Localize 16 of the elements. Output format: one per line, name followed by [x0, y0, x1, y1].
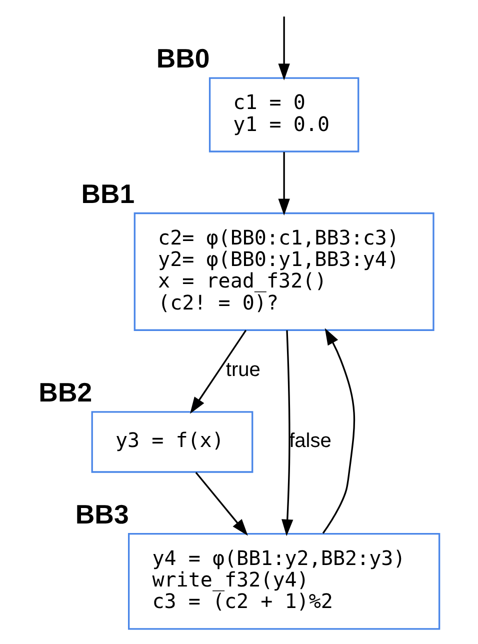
edge-label: false — [289, 430, 332, 452]
node-box: y3 = f(x) — [91, 411, 254, 473]
arrow — [195, 472, 248, 536]
node-label: BB1 — [81, 178, 135, 209]
node-label: BB3 — [75, 499, 129, 530]
arrow — [322, 328, 356, 534]
node-box: y4 = φ(BB1:y2,BB2:y3) write_f32(y4) c3 = (c2 + 1)%2 — [128, 532, 440, 630]
arrow — [190, 330, 247, 414]
node-label: BB2 — [38, 378, 92, 408]
node-box: c1 = 0 y1 = 0.0 — [208, 77, 360, 152]
arrow — [278, 152, 290, 216]
node-box: c2= φ(BB0:c1,BB3:c3) y2= φ(BB0:y1,BB3:y4) x = read_f32() (c2! = 0)? — [134, 212, 434, 331]
arrow — [278, 16, 290, 80]
node-label: BB0 — [156, 44, 210, 74]
edge-label: true — [226, 359, 260, 382]
arrow — [282, 330, 294, 536]
